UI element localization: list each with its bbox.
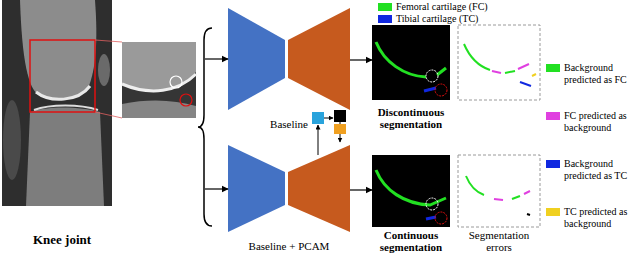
segmentation-panel: Discontinuous segmentation	[372, 25, 450, 130]
error-mark	[492, 71, 501, 73]
arrow-connector	[350, 59, 372, 60]
error-panel	[458, 25, 540, 100]
highlight-circle	[426, 198, 438, 210]
fc-mask	[437, 68, 446, 75]
legend-item: TC predicted as background	[546, 206, 638, 230]
highlight-circle	[180, 94, 192, 106]
encoder	[228, 8, 285, 110]
pcam-wire	[340, 134, 341, 142]
patella	[98, 54, 110, 86]
zoom-rectangle	[30, 40, 95, 112]
legend-text: Tibial cartilage (TC)	[396, 13, 516, 25]
pcam-block	[312, 112, 324, 124]
zoom-line	[95, 40, 122, 42]
legend-text: FC predicted as background	[564, 110, 638, 134]
pcam-wire	[324, 118, 333, 119]
legend-swatch	[546, 64, 560, 72]
crop-femur	[122, 42, 196, 90]
legend-item: Background predicted as TC	[546, 158, 638, 182]
decoder	[288, 8, 350, 110]
segmentation-image	[372, 155, 450, 227]
crop-tibia	[122, 100, 196, 118]
pcam-wire	[340, 122, 341, 124]
arrow-connector	[350, 189, 372, 190]
highlight-circle	[435, 212, 447, 224]
image-panel: Knee joint	[0, 0, 205, 246]
legend-text: Background predicted as FC	[564, 62, 638, 86]
femur	[20, 0, 96, 99]
error-panel: Segmentation errors	[458, 155, 540, 253]
mri-background	[2, 0, 112, 206]
error-mark	[466, 176, 484, 195]
tibial-cartilage	[34, 106, 98, 111]
tc-mask	[424, 88, 436, 91]
error-panel	[458, 155, 540, 227]
node-caption: Knee joint	[0, 234, 124, 246]
legend-swatch	[546, 160, 560, 168]
crop-background	[122, 42, 196, 118]
fc-mask	[376, 42, 426, 77]
error-mark	[494, 199, 503, 200]
tibia	[26, 108, 104, 207]
error-mark	[520, 82, 531, 86]
error-mark	[464, 44, 490, 70]
highlight-circle	[426, 70, 438, 82]
femoral-cartilage	[36, 86, 90, 99]
legend-item: Femoral cartilage (FC)	[378, 1, 516, 13]
error-mark	[527, 214, 530, 215]
node-caption: Continuous segmentation	[372, 229, 450, 253]
node-caption: Baseline	[228, 118, 350, 130]
zoom-line	[95, 112, 122, 118]
legend-item: Background predicted as FC	[546, 62, 638, 86]
error-mark	[505, 71, 515, 73]
error-mark	[524, 191, 530, 194]
pcam-wire	[318, 125, 319, 155]
legend-swatch	[378, 3, 392, 11]
soft-tissue	[3, 100, 21, 180]
legend-item: FC predicted as background	[546, 110, 638, 134]
pcam-block	[334, 124, 346, 134]
network-box: Baseline	[228, 8, 350, 130]
legend-text: Background predicted as TC	[564, 158, 638, 182]
pcam-block	[334, 110, 346, 122]
network-box: Baseline + PCAM	[228, 145, 350, 252]
decoder	[288, 145, 350, 232]
highlight-circle	[435, 84, 447, 96]
legend-item: Tibial cartilage (TC)	[378, 13, 516, 25]
brace	[198, 28, 212, 226]
error-mark	[532, 74, 536, 76]
node-caption: Baseline + PCAM	[228, 240, 350, 252]
crop-cartilage	[122, 74, 196, 91]
legend-swatch	[378, 15, 392, 23]
segmentation-image	[372, 25, 450, 100]
legend-swatch	[546, 208, 560, 216]
node-caption: Segmentation errors	[458, 229, 540, 253]
error-mark	[518, 64, 529, 69]
legend-text: TC predicted as background	[564, 206, 638, 230]
arrow-connector	[205, 58, 228, 59]
arrow-connector	[205, 188, 228, 189]
error-mark	[512, 196, 520, 199]
encoder	[228, 145, 285, 232]
legend-text: Femoral cartilage (FC)	[396, 1, 516, 13]
node-caption: Discontinuous segmentation	[372, 106, 450, 130]
segmentation-panel: Continuous segmentation	[372, 155, 450, 253]
legend-swatch	[546, 112, 560, 120]
highlight-circle	[170, 76, 182, 88]
